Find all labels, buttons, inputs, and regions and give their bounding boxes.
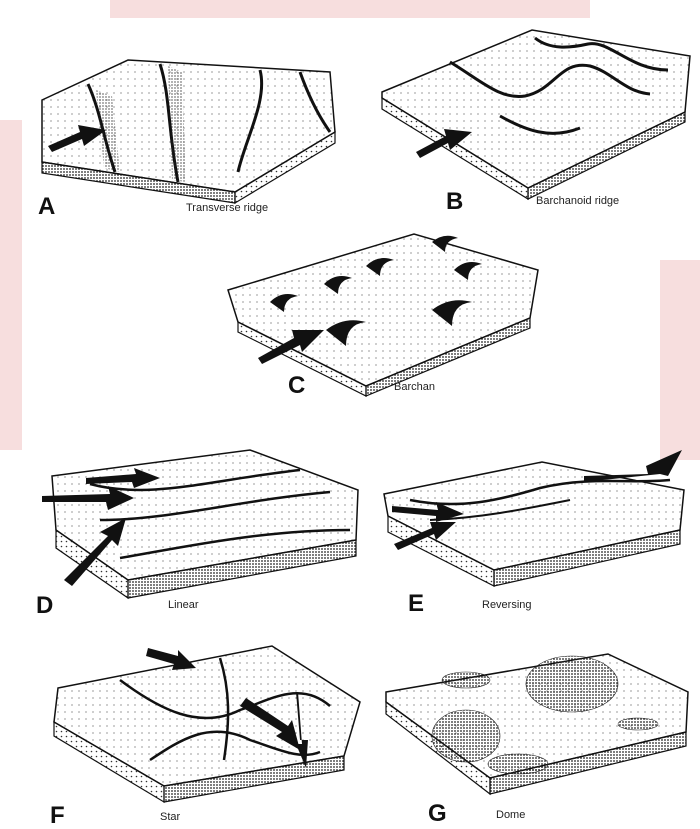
panel-caption: Barchanoid ridge: [536, 196, 619, 207]
panel-f: F Star: [0, 640, 370, 823]
block-diagram-barchan: [220, 230, 560, 405]
block-diagram-linear: [0, 440, 370, 620]
block-diagram-barchanoid: [350, 0, 700, 230]
panel-caption: Reversing: [482, 600, 532, 611]
panel-caption: Star: [160, 812, 180, 823]
panel-g: G Dome: [370, 640, 700, 823]
panel-letter: E: [408, 592, 424, 616]
panel-a: A Transverse ridge: [0, 0, 350, 230]
panel-caption: Barchan: [394, 382, 435, 393]
panel-caption: Linear: [168, 600, 199, 611]
panel-letter: C: [288, 374, 305, 398]
block-diagram-dome: [370, 640, 700, 823]
panel-caption: Transverse ridge: [186, 203, 268, 214]
panel-caption: Dome: [496, 810, 525, 821]
panel-letter: A: [38, 195, 55, 219]
wind-arrow-icon: [584, 450, 682, 482]
block-diagram-star: [0, 640, 370, 823]
panel-e: E Reversing: [370, 440, 700, 620]
panel-c: C Barchan: [220, 230, 560, 405]
panel-letter: D: [36, 594, 53, 618]
panel-letter: G: [428, 802, 447, 826]
panel-b: B Barchanoid ridge: [350, 0, 700, 230]
panel-letter: F: [50, 804, 65, 828]
watermark-band-right: [660, 260, 700, 460]
panel-letter: B: [446, 190, 463, 214]
panel-d: D Linear: [0, 440, 370, 620]
